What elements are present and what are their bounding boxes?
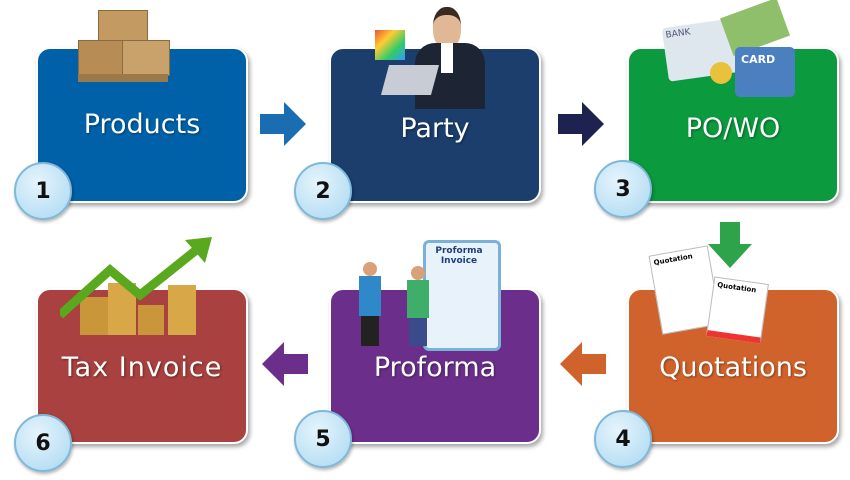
card-text: CARD bbox=[735, 47, 795, 97]
step-number-3: 3 bbox=[594, 160, 652, 218]
step-powo-box: PO/WO bbox=[627, 47, 839, 203]
arrow-left-icon bbox=[560, 342, 606, 386]
step-label: Quotations bbox=[659, 352, 807, 383]
arrow-down-icon bbox=[708, 222, 752, 268]
step-label: PO/WO bbox=[685, 113, 781, 144]
growth-coins-image bbox=[60, 237, 212, 335]
proforma-doc-text: Proforma Invoice bbox=[435, 246, 483, 266]
step-label: Party bbox=[400, 113, 470, 144]
step-number-2: 2 bbox=[294, 162, 352, 220]
arrow-right-icon bbox=[260, 102, 306, 146]
step-number-1: 1 bbox=[14, 162, 72, 220]
boxes-image bbox=[78, 10, 170, 85]
step-number-6: 6 bbox=[14, 414, 72, 472]
handshake-proforma-image: Proforma Invoice bbox=[355, 232, 505, 352]
bank-card-image: BANK CARD bbox=[661, 0, 800, 107]
businessman-image bbox=[375, 5, 495, 110]
step-label: Tax Invoice bbox=[61, 352, 223, 383]
step-label: Proforma bbox=[373, 352, 497, 383]
quotation-text: Quotation bbox=[706, 276, 769, 344]
step-number-5: 5 bbox=[294, 410, 352, 468]
step-label: Products bbox=[83, 109, 201, 140]
quotation-documents-image: Quotation Quotation bbox=[648, 245, 769, 344]
arrow-right-icon bbox=[558, 102, 604, 146]
step-number-4: 4 bbox=[594, 410, 652, 468]
arrow-left-icon bbox=[262, 342, 308, 386]
